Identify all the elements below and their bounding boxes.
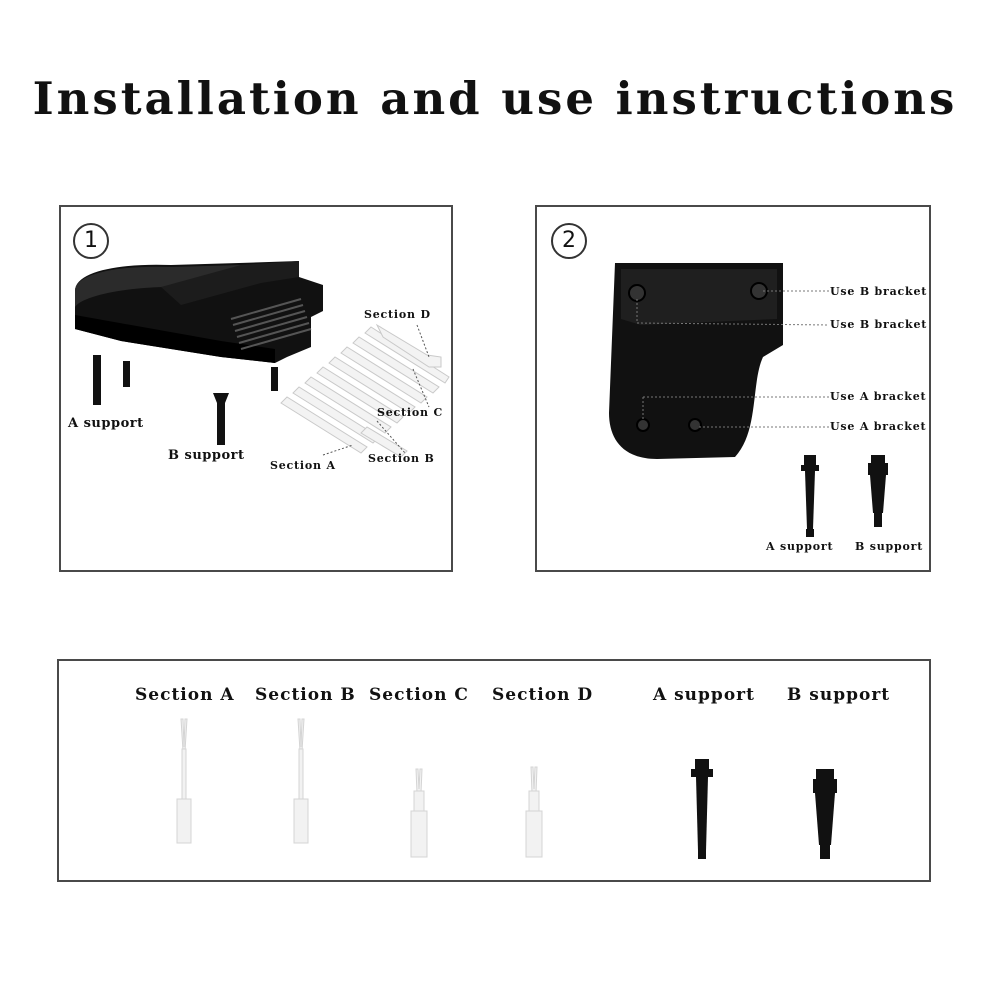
label-section-d: Section D <box>364 308 431 321</box>
step-2-panel: 2 Use B <box>535 205 931 572</box>
label-use-b-bracket-2: Use B bracket <box>830 318 928 331</box>
label-b-support: B support <box>855 540 924 553</box>
step-2-number: 2 <box>551 223 587 259</box>
step-1-panel: 1 <box>59 205 453 572</box>
label-use-b-bracket-1: Use B bracket <box>830 285 928 298</box>
label-use-a-bracket-1: Use A bracket <box>830 390 927 403</box>
part-label-section-c: Section C <box>369 685 469 705</box>
a-support-part-icon <box>691 759 713 859</box>
part-label-section-b: Section B <box>255 685 356 705</box>
page-title: Installation and use instructions <box>32 72 958 125</box>
parts-illustrations <box>176 718 837 859</box>
part-label-section-a: Section A <box>135 685 235 705</box>
part-label-b-support: B support <box>787 685 891 705</box>
piano-icon <box>75 261 323 445</box>
parts-list-panel: Section A Section B Section C Section D … <box>57 659 931 882</box>
label-b-support: B support <box>168 448 245 463</box>
label-a-support: A support <box>68 416 144 431</box>
label-section-c: Section C <box>377 406 444 419</box>
piano-assembly-illustration <box>75 261 450 458</box>
section-d-pick-icon <box>525 766 543 858</box>
label-section-a: Section A <box>270 459 336 472</box>
section-b-pick-icon <box>293 718 309 844</box>
part-label-section-d: Section D <box>492 685 594 705</box>
b-support-part-icon <box>813 769 837 859</box>
step-1-number: 1 <box>73 223 109 259</box>
label-use-a-bracket-2: Use A bracket <box>830 420 927 433</box>
piano-base-bottom-view <box>609 263 888 537</box>
label-a-support: A support <box>766 540 834 553</box>
fork-picks-icon <box>280 323 450 458</box>
label-section-b: Section B <box>368 452 435 465</box>
a-support-icon <box>801 455 819 537</box>
section-a-pick-icon <box>176 718 192 844</box>
part-label-a-support: A support <box>653 685 755 705</box>
piano-base-icon <box>609 263 783 459</box>
section-c-pick-icon <box>410 768 428 858</box>
b-support-icon <box>868 455 888 527</box>
